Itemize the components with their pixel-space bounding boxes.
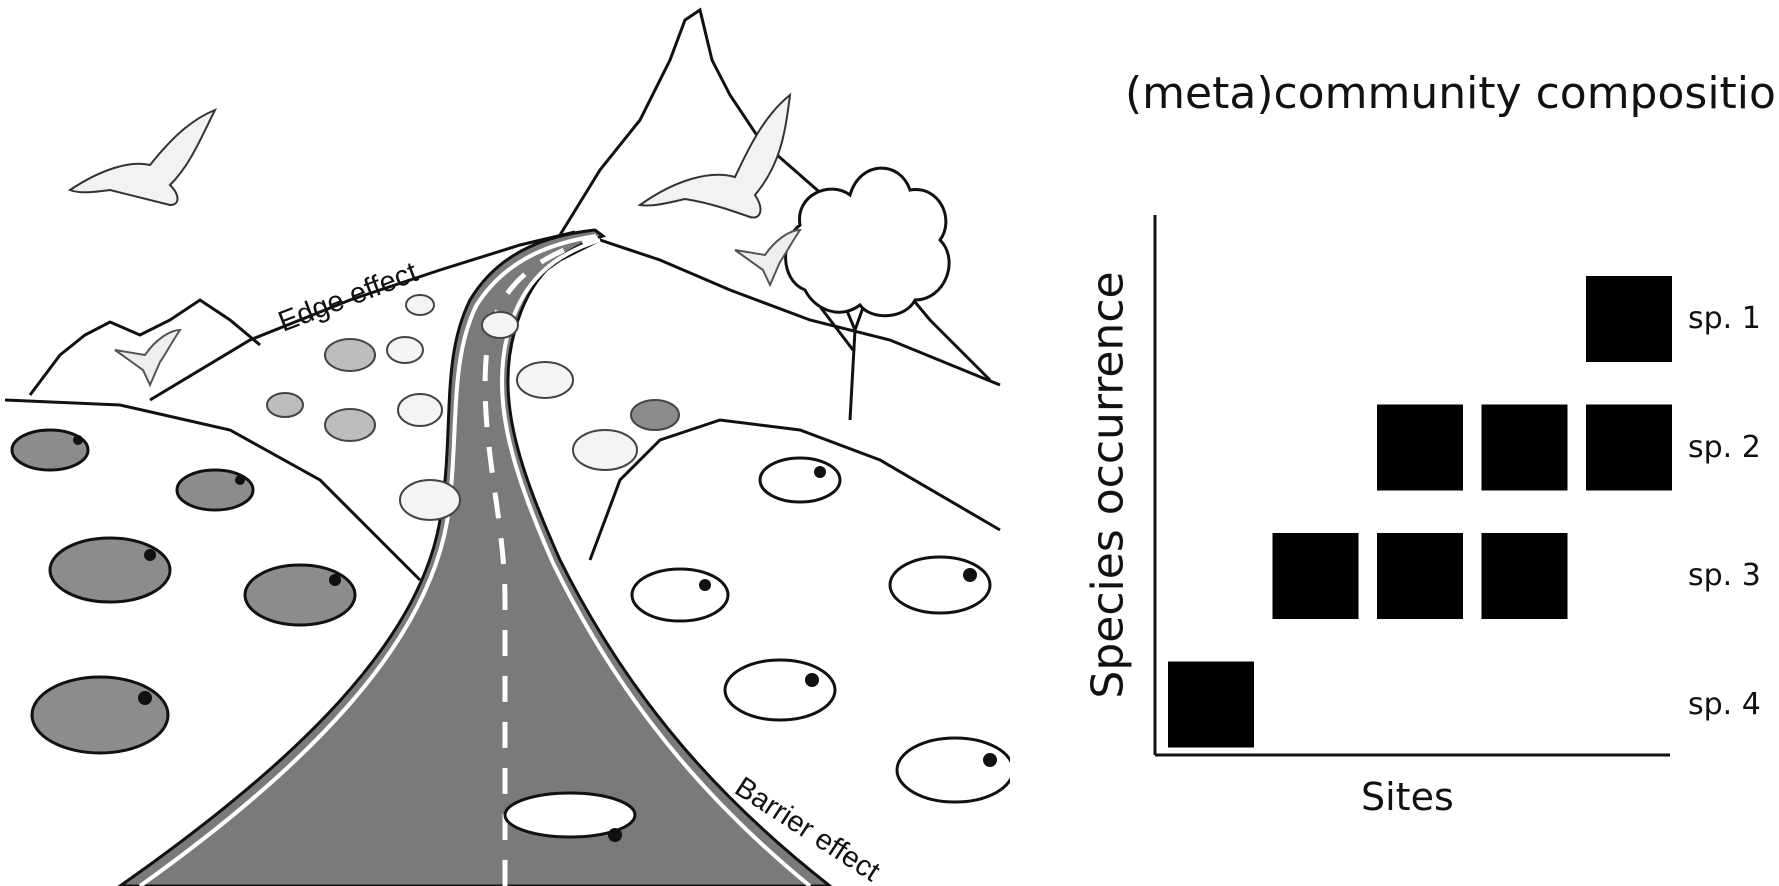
tree [784,166,951,421]
panel-title: (meta)community composition [1125,68,1779,119]
species-label: sp. 3 [1688,558,1761,593]
bird-left-icon [67,108,218,207]
road-right-edge-line [499,238,812,886]
hummingbird-right-icon [734,228,802,288]
frog-icon [243,563,357,627]
frog-eyes [73,435,997,842]
small-mountain [28,298,261,396]
species-label: sp. 1 [1688,301,1761,336]
hummingbird-left-icon [114,328,182,388]
small-bird-flock-right [481,311,680,471]
x-axis-label: Sites [1361,775,1454,819]
occurrence-cell [1481,533,1568,619]
left-upper-hill [149,230,576,402]
bird-right-icon [637,92,792,219]
road-landscape-illustration: Edge effect Barrier effect [4,7,1010,886]
species-label: sp. 2 [1688,429,1761,465]
roadkill-frog-icon [503,791,637,839]
species-label: sp. 4 [1688,686,1761,722]
road-left-edge-line [138,234,597,886]
occurrence-cells [1168,276,1672,748]
frog-group-dark [10,428,357,755]
occurrence-cell [1586,404,1672,491]
frog-icon [175,468,255,512]
right-lower-hill [588,418,1001,561]
frog-icon [10,428,90,472]
frog-icon [30,675,170,755]
right-upper-hill [524,238,1001,387]
occurrence-cell [1377,533,1463,619]
occurrence-cell [1586,276,1672,362]
occurrence-cell [1168,661,1254,748]
occurrence-cell [1481,404,1568,491]
road-center-dashes [482,235,599,886]
small-bird-flock-left [266,294,461,521]
left-lower-hill [4,398,422,582]
occurrence-cell [1377,404,1463,491]
frog-icon [895,736,1010,804]
frog-icon [48,536,172,604]
occurrence-cell [1272,533,1359,619]
